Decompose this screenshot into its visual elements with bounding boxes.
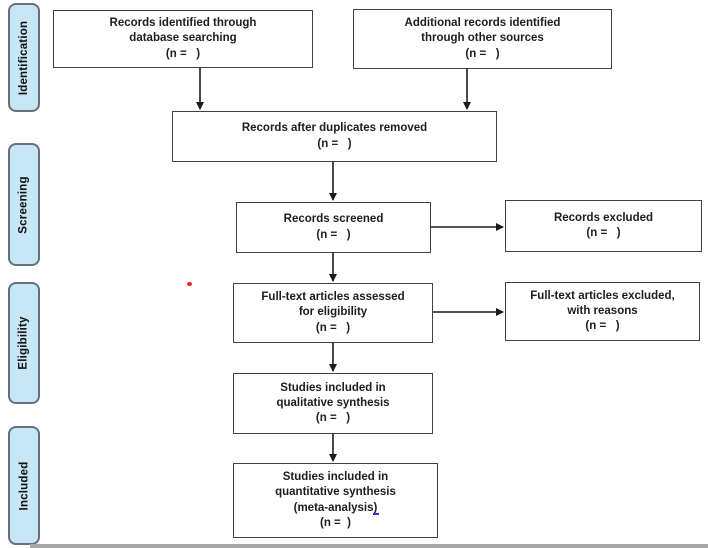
box-qualitative-synthesis: Studies included in qualitative synthesi… bbox=[233, 373, 433, 434]
box-fulltext-excluded: Full-text articles excluded, with reason… bbox=[505, 282, 700, 341]
stage-label-screening-text: Screening bbox=[18, 175, 30, 234]
box-additional-records: Additional records identified through ot… bbox=[353, 9, 612, 69]
stage-label-identification-text: Identification bbox=[18, 20, 31, 95]
bottom-edge-strip bbox=[30, 544, 708, 548]
stage-label-identification: Identification bbox=[8, 3, 40, 112]
blue-underline-artifact bbox=[373, 513, 379, 515]
box-records-screened: Records screened (n = ) bbox=[236, 202, 431, 253]
box-records-excluded: Records excluded (n = ) bbox=[505, 200, 702, 252]
stage-label-eligibility-text: Eligibility bbox=[18, 316, 31, 370]
stage-label-included: Included bbox=[8, 426, 40, 545]
box-records-identified: Records identified through database sear… bbox=[53, 10, 313, 68]
stage-label-screening: Screening bbox=[8, 143, 40, 266]
red-dot-marker bbox=[187, 282, 192, 286]
box-duplicates-removed: Records after duplicates removed (n = ) bbox=[172, 111, 497, 162]
box-fulltext-assessed: Full-text articles assessed for eligibil… bbox=[233, 283, 433, 343]
stage-label-included-text: Included bbox=[18, 461, 31, 510]
box-quantitative-synthesis: Studies included in quantitative synthes… bbox=[233, 463, 438, 538]
stage-label-eligibility: Eligibility bbox=[8, 282, 40, 404]
